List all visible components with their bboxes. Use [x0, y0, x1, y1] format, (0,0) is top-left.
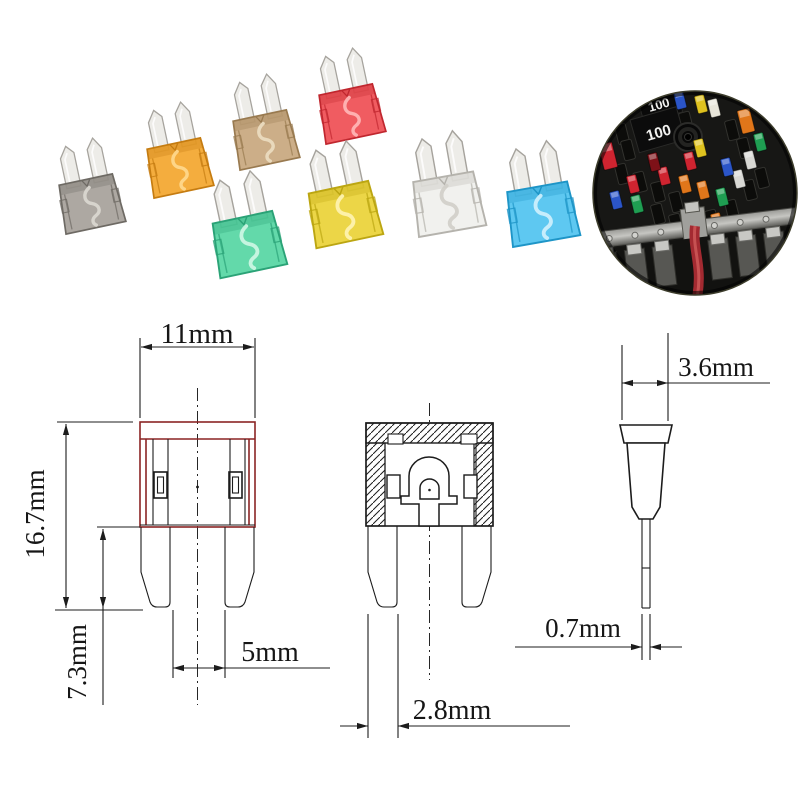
fusebox-mini-fuse	[608, 189, 624, 211]
fusebox-mini-fuse	[719, 156, 735, 178]
photo-circle-border	[592, 90, 798, 296]
fuse-tan	[232, 72, 301, 172]
fusebox-mini-fuse	[656, 165, 672, 187]
fuse-assortment-photo	[58, 46, 582, 280]
side-width-label: 3.6mm	[678, 352, 754, 382]
fusebox-mini-fuse	[677, 173, 693, 195]
fuse-green	[211, 169, 289, 280]
fusebox-mini-fuse	[695, 179, 711, 201]
section-terminal-width-label: 2.8mm	[413, 695, 492, 726]
fuse-smoke-grey	[58, 136, 127, 236]
relay-2: 100	[629, 106, 687, 154]
side-cap	[619, 424, 673, 444]
front-width-label: 11mm	[160, 318, 233, 350]
fuse-clear-white	[412, 129, 488, 239]
fusebox-mini-fuse	[692, 137, 708, 159]
front-body-inner-lines	[140, 439, 255, 526]
fusebox-mini-fuse	[706, 97, 722, 119]
mini-fuse-layer	[597, 91, 768, 233]
fusebox-socket	[754, 166, 770, 190]
section-legs	[367, 526, 492, 608]
fuse-orange	[146, 100, 215, 200]
section-view: 2.8mm	[340, 403, 570, 738]
side-view: 3.6mm 0.7mm	[515, 333, 770, 660]
front-center-dot	[196, 485, 199, 489]
side-body	[626, 442, 666, 520]
fuse-row	[58, 46, 582, 280]
fusebox-mini-fuse	[682, 150, 698, 172]
fusebox-socket	[614, 162, 630, 186]
fusebox-mini-fuse	[752, 131, 768, 153]
fusebox-socket	[650, 180, 666, 204]
front-height-label: 16.7mm	[20, 469, 50, 558]
dimension-drawings: 11mm	[20, 318, 770, 738]
fusebox-photo: 100 100	[592, 90, 798, 296]
side-leg	[641, 519, 651, 609]
fusebox-mini-fuse	[714, 186, 730, 208]
fusebox-mini-fuse	[731, 168, 747, 190]
fusebox-socket	[668, 190, 684, 214]
fuse-blue	[506, 139, 582, 249]
front-view: 11mm	[20, 318, 330, 705]
fuse-yellow	[307, 139, 385, 250]
fusebox-mini-fuse	[693, 93, 709, 115]
fusebox-mini-fuse	[646, 151, 662, 173]
fusebox-mini-fuse	[736, 107, 756, 135]
relay-2-label: 100	[644, 121, 673, 144]
front-pitch-label: 5mm	[241, 637, 299, 668]
fusebox-mini-fuse	[629, 193, 645, 215]
side-thickness-label: 0.7mm	[545, 613, 621, 643]
fusebox-mini-fuse	[625, 173, 641, 195]
fuse-red	[318, 46, 387, 146]
fusebox-socket	[724, 118, 740, 142]
front-leg-height-label: 7.3mm	[62, 624, 92, 700]
front-legs	[140, 527, 255, 608]
fusebox-socket	[620, 138, 636, 162]
red-cable	[689, 225, 704, 295]
fusebox-socket	[742, 178, 758, 202]
front-body-red-outline	[139, 421, 256, 528]
fusebox-mini-fuse	[742, 149, 758, 171]
